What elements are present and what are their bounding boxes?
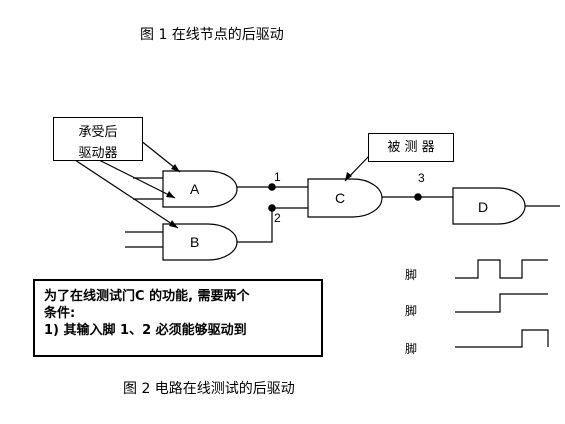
gate-c-label: C: [335, 190, 346, 206]
gate-d-label: D: [478, 199, 489, 215]
note-line-3: 1) 其输入脚 1、2 必须能够驱动到: [44, 323, 247, 338]
note-line-1: 为了在线测试门C 的功能, 需要两个: [44, 289, 250, 304]
arrowhead-c: [345, 172, 352, 181]
arrowhead-a: [171, 164, 180, 172]
figure-2-caption: 图 2 电路在线测试的后驱动: [123, 381, 295, 397]
gate-b-label: B: [190, 234, 200, 250]
arrowhead-b: [169, 220, 178, 228]
pin-2-label: 2: [274, 211, 281, 225]
wire-b-to-c: [237, 207, 308, 243]
waveform-label-3: 脚: [405, 342, 418, 356]
arrow-backdriver-to-b: [74, 159, 179, 229]
gate-a-shape: [162, 170, 238, 208]
node-dot-3: [414, 193, 422, 201]
backdriver-callout: 承受后 驱动器: [53, 117, 143, 161]
note-line-2: 条件:: [44, 306, 76, 321]
figure-1-caption: 图 1 在线节点的后驱动: [140, 27, 284, 43]
waveform-label-1: 脚: [405, 268, 418, 282]
waveform-2: [455, 293, 548, 313]
pin-1-label: 1: [274, 170, 281, 184]
waveform-label-2: 脚: [405, 304, 418, 318]
note-box: 为了在线测试门C 的功能, 需要两个 条件: 1) 其输入脚 1、2 必须能够驱…: [33, 279, 323, 357]
pin-3-label: 3: [418, 171, 425, 185]
backdriver-callout-line1: 承受后: [78, 125, 118, 140]
node-dot-2: [268, 204, 276, 212]
node-dot-1: [268, 183, 276, 191]
gate-d-shape: [452, 187, 526, 225]
waveform-3: [455, 329, 549, 348]
backdriver-callout-line2: 驱动器: [78, 146, 118, 161]
gate-a-label: A: [190, 181, 200, 197]
dut-callout: 被 测 器: [368, 133, 454, 162]
gate-b-shape: [162, 223, 238, 261]
arrowhead-a-2: [166, 191, 175, 198]
dut-callout-label: 被 测 器: [387, 140, 435, 155]
gate-c-shape: [307, 178, 383, 218]
arrow-backdriver-to-a-2: [94, 157, 176, 199]
waveform-1: [455, 259, 548, 279]
